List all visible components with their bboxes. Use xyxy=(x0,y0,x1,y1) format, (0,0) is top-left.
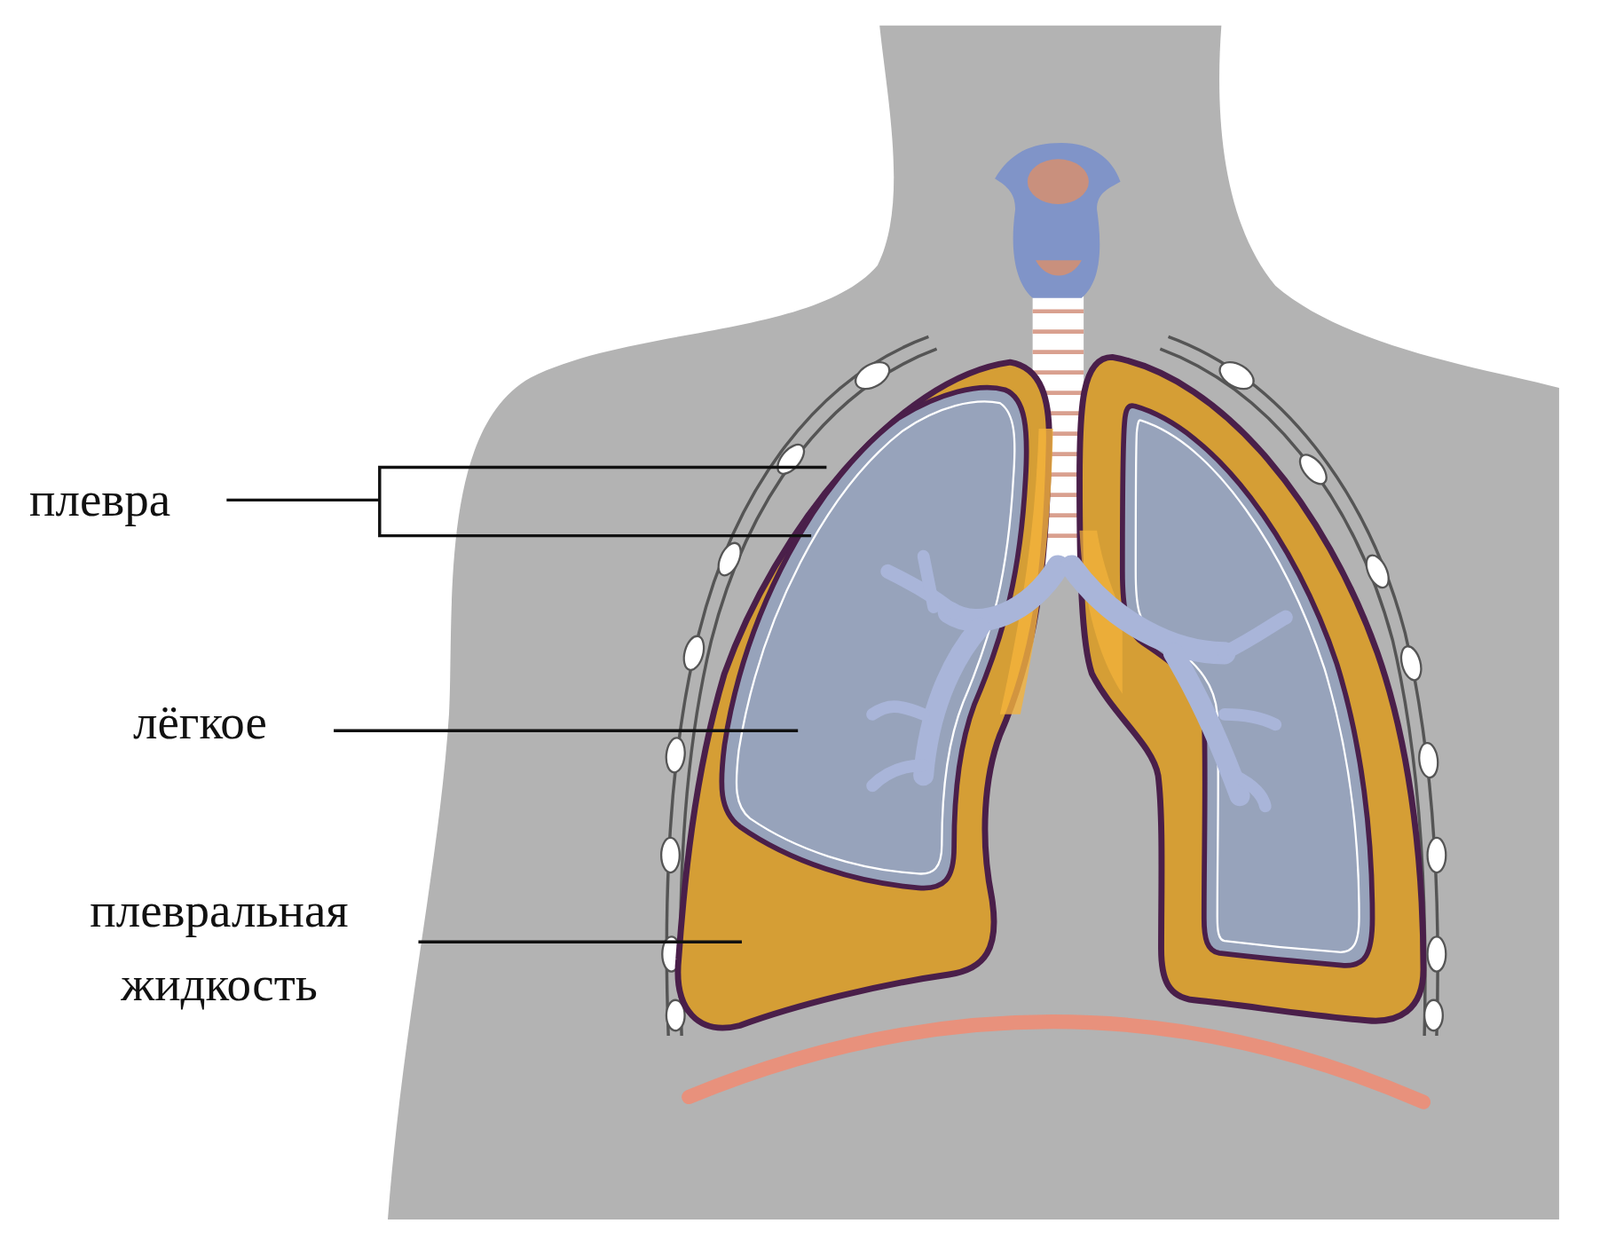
larynx xyxy=(994,142,1120,299)
right-lung xyxy=(721,387,1027,889)
part-name: плевральная жидкость xyxy=(41,874,397,1021)
left-lung xyxy=(1122,405,1373,966)
diaphragm xyxy=(688,1021,1424,1103)
ribs xyxy=(666,336,1438,1036)
body-silhouette xyxy=(387,25,1560,1220)
pleural-fluid-left xyxy=(1079,356,1424,1021)
bronchi xyxy=(872,556,1286,807)
part-name: плевра xyxy=(29,463,221,537)
part-name: лёгкое xyxy=(133,685,324,760)
rib-joints xyxy=(661,356,1446,1031)
leader-lines xyxy=(226,467,827,943)
pleural-fluid-right xyxy=(677,362,1049,1028)
